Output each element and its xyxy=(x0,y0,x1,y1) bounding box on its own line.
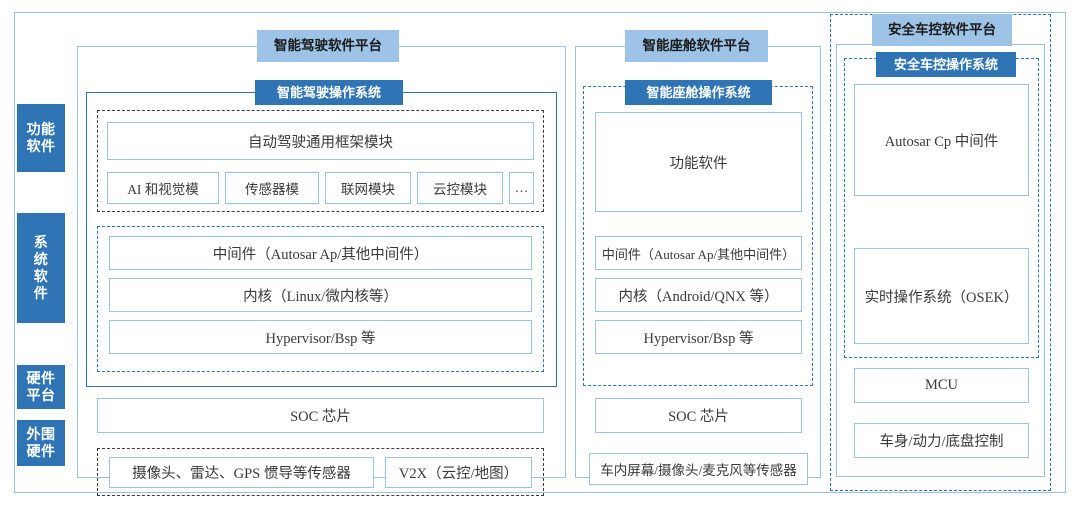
cell-safety-mcu: MCU xyxy=(854,368,1029,403)
column-intelligent-driving: 智能驾驶软件平台 智能驾驶操作系统 自动驾驶通用框架模块 AI 和视觉模 传感器… xyxy=(77,30,566,496)
rail-label-line: 硬件 xyxy=(26,370,56,386)
rail-label-line: 平台 xyxy=(26,387,56,403)
rail-label-line: 件 xyxy=(33,285,49,301)
cell-cockpit-function-software: 功能软件 xyxy=(595,112,802,212)
rail-label-function-software: 功能 软件 xyxy=(17,104,65,172)
os-title-intelligent-cockpit: 智能座舱操作系统 xyxy=(625,80,772,105)
diagram-outer-frame xyxy=(14,12,1066,493)
platform-title-safety-vehicle-control: 安全车控软件平台 xyxy=(872,14,1012,46)
cell-driving-module-ai: AI 和视觉模 xyxy=(107,172,219,204)
os-title-safety-vehicle-control: 安全车控操作系统 xyxy=(876,52,1016,77)
cell-safety-rtos: 实时操作系统（OSEK） xyxy=(854,248,1029,344)
rail-label-peripheral-hardware: 外围 硬件 xyxy=(17,420,65,466)
rail-label-line: 软 xyxy=(33,268,49,284)
cell-safety-autosar-cp: Autosar Cp 中间件 xyxy=(854,84,1029,196)
rail-label-line: 功能 xyxy=(26,121,56,137)
platform-title-intelligent-driving: 智能驾驶软件平台 xyxy=(257,30,399,62)
cell-driving-middleware: 中间件（Autosar Ap/其他中间件） xyxy=(109,236,532,270)
os-title-intelligent-driving: 智能驾驶操作系统 xyxy=(255,80,403,105)
cell-driving-v2x: V2X（云控/地图） xyxy=(385,457,532,488)
cell-driving-module-cloud: 云控模块 xyxy=(417,172,503,204)
cell-driving-soc: SOC 芯片 xyxy=(97,398,544,433)
cell-cockpit-sensors: 车内屏幕/摄像头/麦克风等传感器 xyxy=(589,453,808,485)
rail-label-line: 软件 xyxy=(26,138,56,154)
column-intelligent-cockpit: 智能座舱软件平台 智能座舱操作系统 功能软件 中间件（Autosar Ap/其他… xyxy=(575,30,821,485)
cell-driving-module-network: 联网模块 xyxy=(325,172,411,204)
cell-cockpit-soc: SOC 芯片 xyxy=(595,398,802,433)
system-software-group-driving xyxy=(97,226,544,372)
rail-label-line: 统 xyxy=(33,251,49,267)
function-software-group-driving xyxy=(97,110,544,212)
rail-label-line: 外围 xyxy=(26,426,56,442)
cell-driving-module-more: … xyxy=(509,172,534,204)
rail-label-line: 系 xyxy=(33,234,49,250)
cell-driving-framework: 自动驾驶通用框架模块 xyxy=(107,122,534,160)
cell-driving-sensors: 摄像头、雷达、GPS 惯导等传感器 xyxy=(109,457,374,488)
rail-label-system-software: 系 统 软 件 xyxy=(17,213,65,323)
cell-driving-hypervisor: Hypervisor/Bsp 等 xyxy=(109,320,532,354)
peripheral-group-driving xyxy=(97,448,544,496)
column-safety-vehicle-control: 安全车控软件平台 安全车控操作系统 Autosar Cp 中间件 实时操作系统（… xyxy=(830,14,1051,491)
cell-cockpit-hypervisor: Hypervisor/Bsp 等 xyxy=(595,320,802,354)
cell-driving-kernel: 内核（Linux/微内核等） xyxy=(109,278,532,312)
cell-driving-module-sensor: 传感器模 xyxy=(225,172,319,204)
cell-cockpit-kernel: 内核（Android/QNX 等） xyxy=(595,278,802,312)
cell-safety-body-control: 车身/动力/底盘控制 xyxy=(854,423,1029,458)
cell-cockpit-middleware: 中间件（Autosar Ap/其他中间件） xyxy=(595,236,802,270)
platform-title-intelligent-cockpit: 智能座舱软件平台 xyxy=(625,30,768,62)
rail-label-hardware-platform: 硬件 平台 xyxy=(17,365,65,409)
rail-label-line: 硬件 xyxy=(26,443,56,459)
